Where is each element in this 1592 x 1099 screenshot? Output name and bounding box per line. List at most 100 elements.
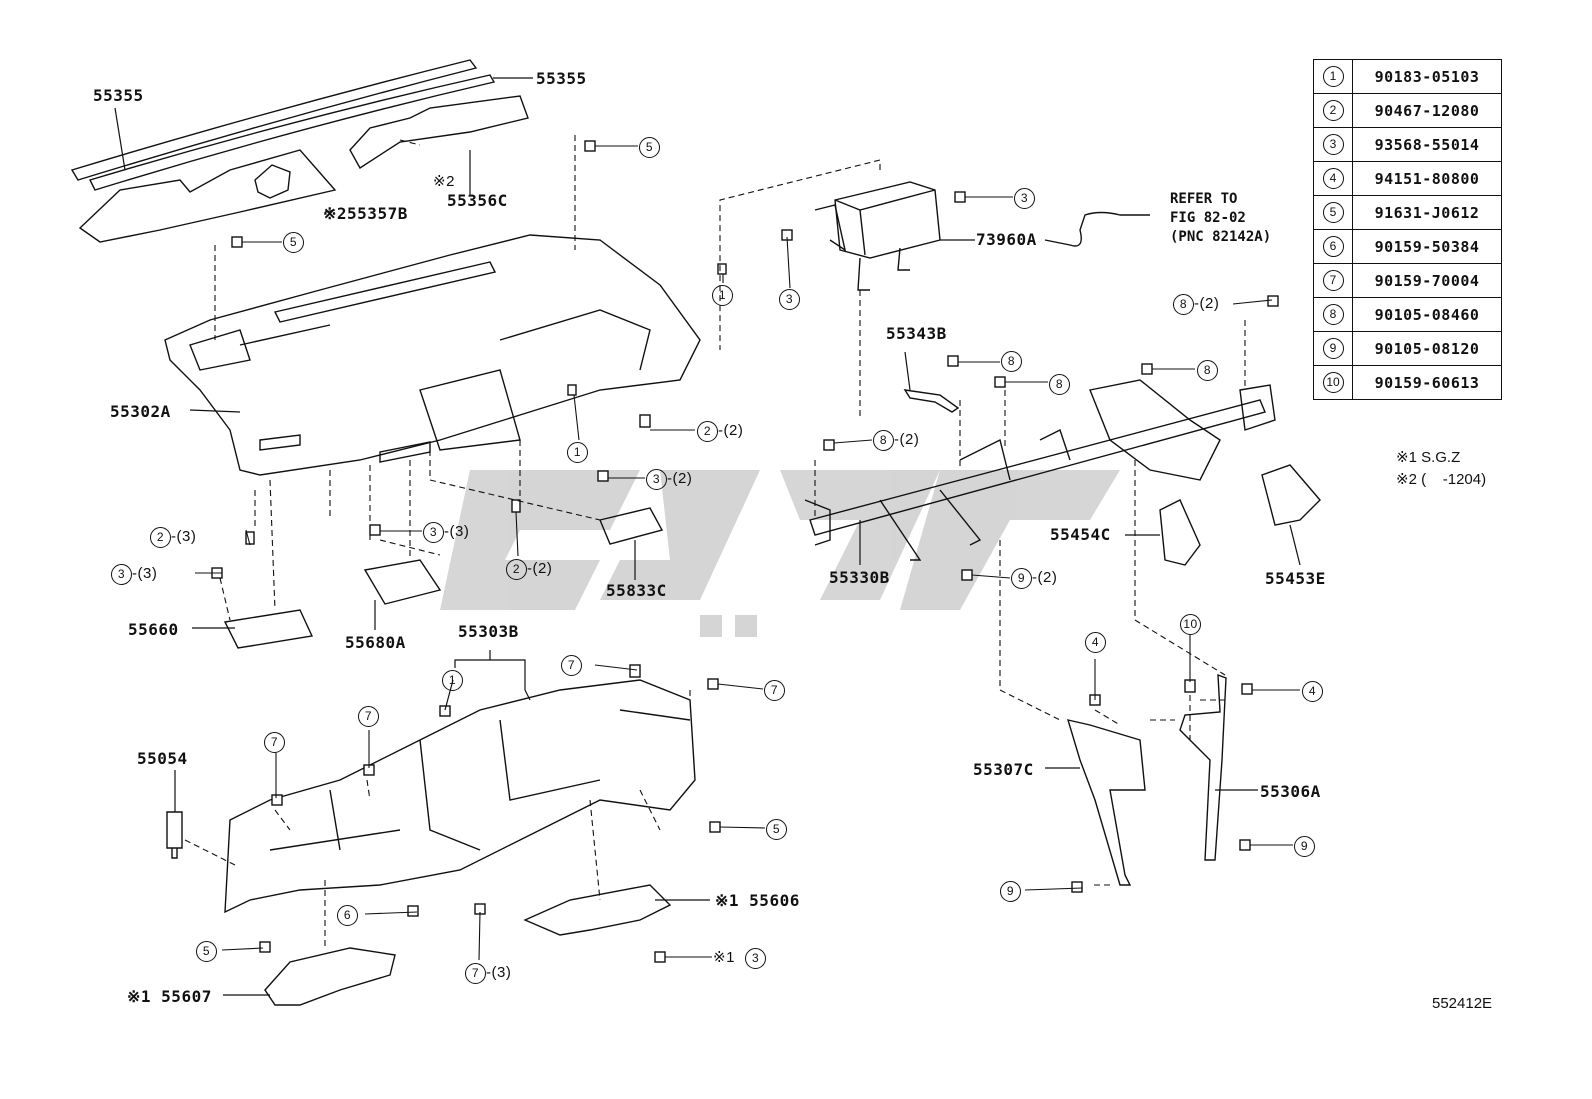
callout-9: 9 [1294, 835, 1315, 857]
leader-lines [114, 77, 1301, 996]
panel-55357B [78, 149, 337, 243]
callout-6: 6 [337, 904, 358, 926]
weatherstrip-55355 [70, 59, 496, 191]
index-circle: 6 [1322, 236, 1344, 257]
pad-55454C [1159, 499, 1201, 566]
parts-table-row: 8 90105-08460 [1313, 297, 1502, 332]
callout-7: 7 [264, 731, 285, 753]
callout-2-qty: 2-(2) [697, 420, 743, 442]
index-circle: 10 [1322, 372, 1344, 393]
footnotes: ※1 S.G.Z ※2 ( -1204) [1396, 447, 1486, 491]
panel-55356C [349, 95, 529, 169]
parts-table-part-number: 94151-80800 [1352, 161, 1502, 196]
parts-table-index: 2 [1313, 93, 1353, 128]
callout-5: 5 [639, 136, 660, 158]
label-55357B: ※255357B [323, 204, 408, 223]
label-55680A: 55680A [345, 633, 406, 652]
watermark-logo [440, 470, 1120, 637]
reinforcement-55303B [224, 679, 696, 914]
callout-8: 8 [1197, 359, 1218, 381]
bracket-55306A [1179, 673, 1227, 861]
clip-55054 [166, 811, 183, 859]
parts-table-part-number: 93568-55014 [1352, 127, 1502, 162]
callout-7: 7 [358, 705, 379, 727]
parts-table-row: 3 93568-55014 [1313, 127, 1502, 162]
callout-5: 5 [196, 940, 217, 962]
index-circle: 2 [1322, 100, 1344, 121]
parts-table-part-number: 90159-70004 [1352, 263, 1502, 298]
callout-2-qty: 2-(2) [506, 558, 552, 580]
index-circle: 3 [1322, 134, 1344, 155]
callout-3-qty: 3-(3) [423, 521, 469, 543]
callout-4: 4 [1085, 631, 1106, 653]
label-55054: 55054 [137, 749, 188, 768]
parts-table-part-number: 90105-08120 [1352, 331, 1502, 366]
callout-5: 5 [283, 231, 304, 253]
callout-8-qty: 8-(2) [1173, 293, 1219, 315]
callout-5: 5 [766, 818, 787, 840]
label-55454C: 55454C [1050, 525, 1111, 544]
label-55453E: 55453E [1265, 569, 1326, 588]
callout-3: 3 [1014, 187, 1035, 209]
bracket-55307C [1066, 719, 1146, 886]
cover-55607 [264, 947, 396, 1006]
label-73960A: 73960A [976, 230, 1037, 249]
pad-55453E [1261, 464, 1321, 526]
callout-7-qty: 7-(3) [465, 962, 511, 984]
parts-table-index: 5 [1313, 195, 1353, 230]
callout-4: 4 [1302, 680, 1323, 702]
panel-55357B-hex [254, 164, 291, 199]
label-55660: 55660 [128, 620, 179, 639]
index-circle: 7 [1322, 270, 1344, 291]
callout-3-qty: 3-(3) [111, 563, 157, 585]
callout-1: 1 [567, 441, 588, 463]
parts-table-index: 4 [1313, 161, 1353, 196]
callout-3-qty: 3-(2) [646, 468, 692, 490]
label-55330B: 55330B [829, 568, 890, 587]
harness-wire [1044, 211, 1150, 247]
bracket-55343B [903, 389, 960, 413]
label-55355-left: 55355 [93, 86, 144, 105]
parts-table-index: 9 [1313, 331, 1353, 366]
label-55343B: 55343B [886, 324, 947, 343]
label-55356C: 55356C [447, 191, 508, 210]
dashboard-panel-55302A [164, 234, 701, 476]
index-circle: 8 [1322, 304, 1344, 325]
label-55833C: 55833C [606, 581, 667, 600]
label-55307C: 55307C [973, 760, 1034, 779]
vent-55680A [363, 559, 442, 605]
index-circle: 5 [1322, 202, 1344, 223]
index-circle: 9 [1322, 338, 1344, 359]
callout-10: 10 [1180, 613, 1201, 635]
parts-table-row: 7 90159-70004 [1313, 263, 1502, 298]
refer-note: REFER TO FIG 82-02 (PNC 82142A) [1170, 191, 1272, 245]
callout-1: 1 [712, 284, 733, 306]
callout-9: 9 [1000, 880, 1021, 902]
parts-table-index: 3 [1313, 127, 1353, 162]
dashed-leaders [184, 135, 1246, 950]
index-circle: 1 [1322, 66, 1344, 87]
parts-table-index: 1 [1313, 59, 1353, 94]
label-55355-right: 55355 [536, 69, 587, 88]
callout-8: 8 [1001, 350, 1022, 372]
label-55303B: 55303B [458, 622, 519, 641]
parts-table-part-number: 91631-J0612 [1352, 195, 1502, 230]
label-55356C-note: ※2 [433, 173, 455, 190]
parts-table-part-number: 90105-08460 [1352, 297, 1502, 332]
parts-table-index: 6 [1313, 229, 1353, 264]
callout-leaders [195, 145, 1300, 961]
callout-2-qty: 2-(3) [150, 526, 196, 548]
parts-table-part-number: 90467-12080 [1352, 93, 1502, 128]
footnote-date: ※2 ( -1204) [1396, 471, 1487, 488]
label-55606: ※1 55606 [715, 891, 800, 910]
callout-1: 1 [442, 669, 463, 691]
vent-55660 [223, 609, 314, 649]
vent-55833C [599, 507, 664, 545]
parts-table-row: 5 91631-J0612 [1313, 195, 1502, 230]
